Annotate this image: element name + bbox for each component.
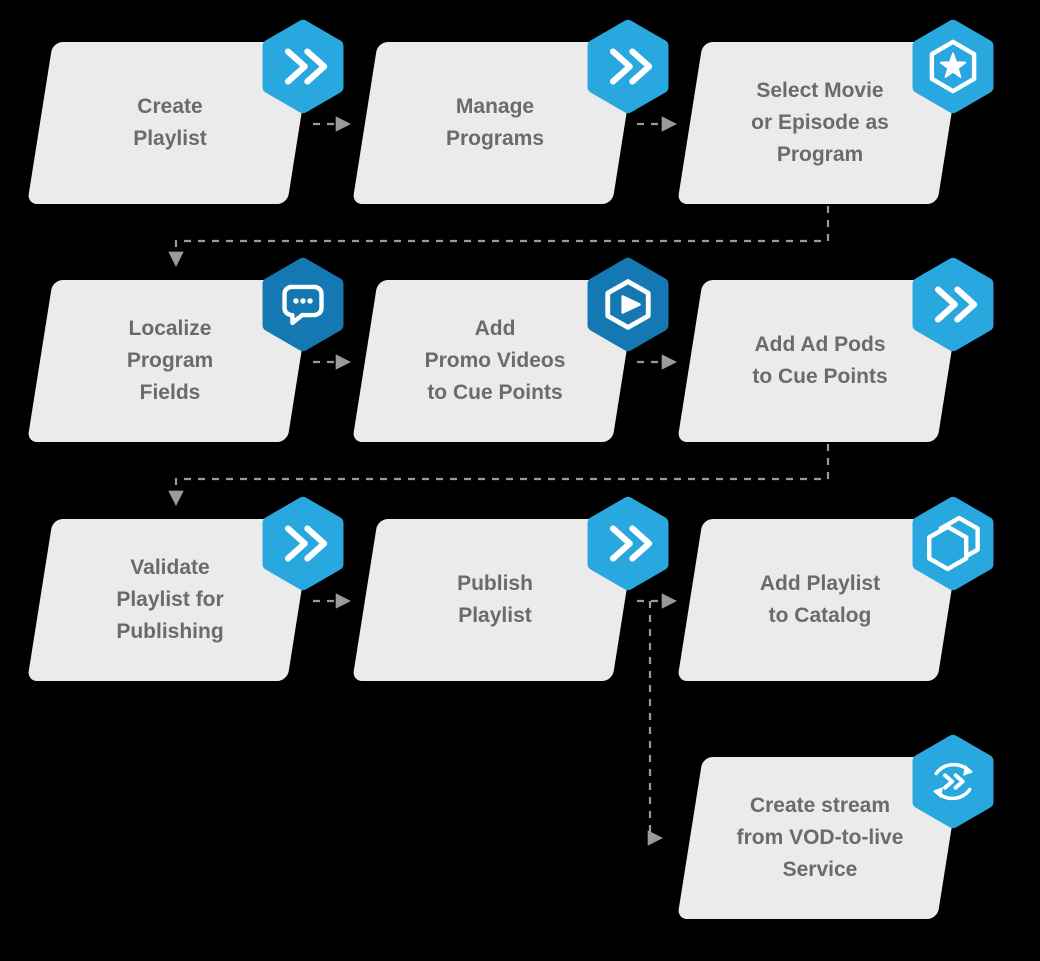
fast-forward-icon <box>584 18 672 115</box>
fast-forward-icon <box>259 18 347 115</box>
node-vod-to-live: Create stream from VOD-to-live Service <box>677 734 994 919</box>
edge-select-to-localize <box>168 206 830 268</box>
node-label: Publish Playlist <box>457 572 533 627</box>
node-manage-programs: Manage Programs <box>352 19 669 204</box>
node-create-playlist: Create Playlist <box>27 19 344 204</box>
chat-bubble-icon <box>259 256 347 353</box>
node-select-movie-episode: Select Movie or Episode as Program <box>677 19 994 204</box>
node-label: Validate Playlist for Publishing <box>116 556 224 643</box>
edge-adpods-to-validate <box>168 444 830 507</box>
vod-to-live-icon <box>909 733 997 830</box>
node-label: Add Promo Videos to Cue Points <box>424 317 566 404</box>
node-add-ad-pods: Add Ad Pods to Cue Points <box>677 257 994 442</box>
fast-forward-icon <box>259 495 347 592</box>
node-label: Add Playlist to Catalog <box>759 572 881 627</box>
star-badge-icon <box>909 18 997 115</box>
node-label: Manage Programs <box>445 95 545 150</box>
node-localize-program-fields: Localize Program Fields <box>27 257 344 442</box>
node-validate-playlist: Validate Playlist for Publishing <box>27 496 344 681</box>
node-publish-playlist: Publish Playlist <box>352 496 669 681</box>
node-label: Select Movie or Episode as Program <box>751 79 889 166</box>
fast-forward-icon <box>909 256 997 353</box>
node-add-playlist-catalog: Add Playlist to Catalog <box>677 496 994 681</box>
play-video-icon <box>584 256 672 353</box>
catalog-stack-icon <box>909 495 997 592</box>
edge-publish-to-vodtolive <box>647 601 664 846</box>
node-label: Create Playlist <box>133 95 207 150</box>
node-label: Localize Program Fields <box>126 317 214 404</box>
node-label: Create stream from VOD-to-live Service <box>736 794 904 881</box>
fast-forward-icon <box>584 495 672 592</box>
node-add-promo-videos: Add Promo Videos to Cue Points <box>352 257 669 442</box>
node-label: Add Ad Pods to Cue Points <box>752 333 888 388</box>
